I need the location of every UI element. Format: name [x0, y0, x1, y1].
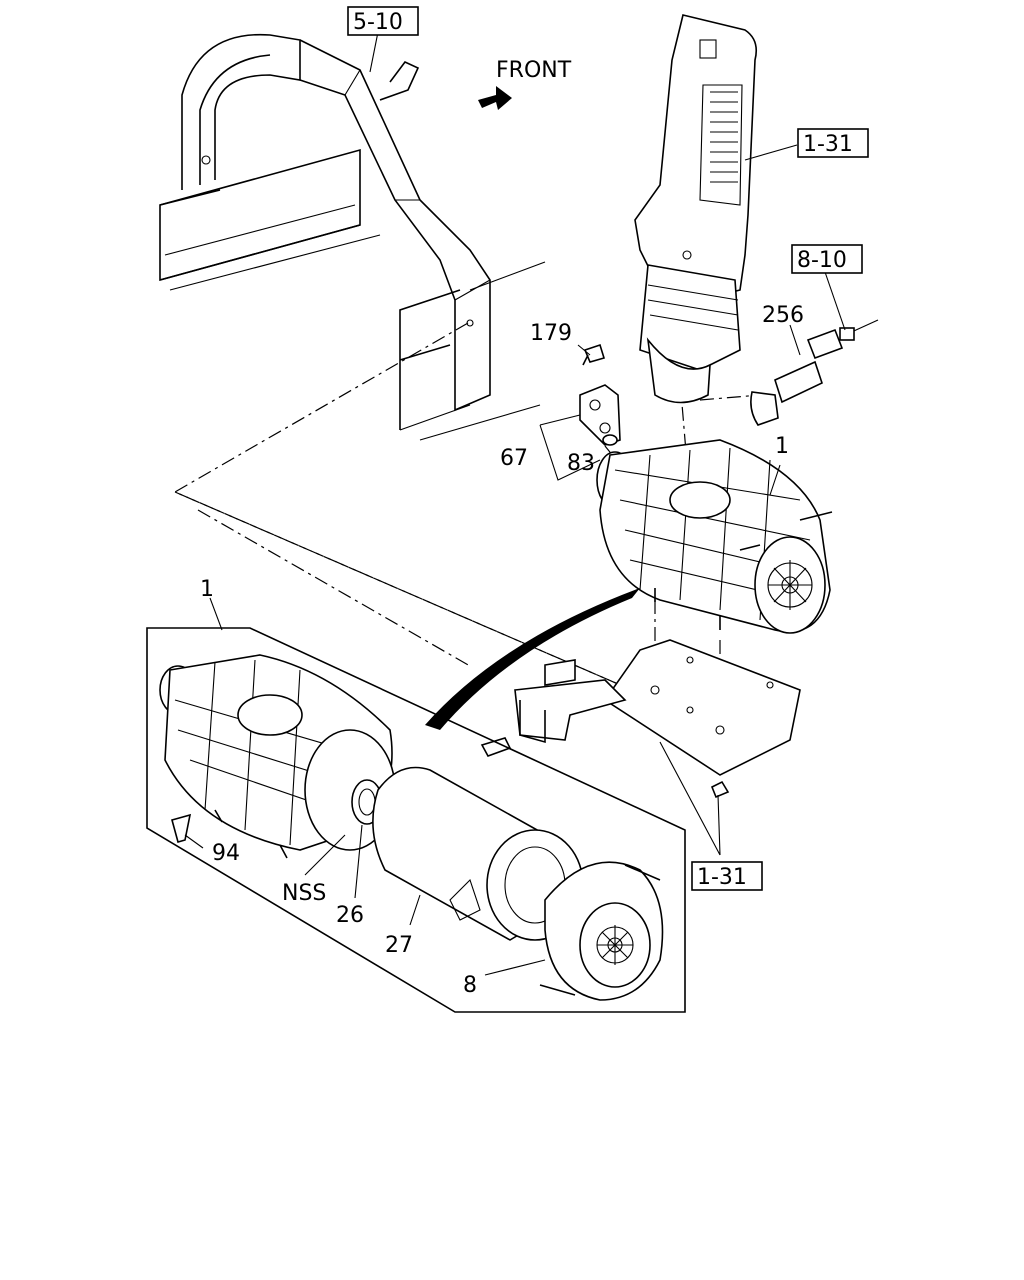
exploded-frame — [146, 627, 686, 1013]
callout-1-top: 1 — [775, 434, 789, 459]
callout-nss: NSS — [282, 881, 326, 906]
mounting-bracket — [480, 639, 801, 799]
ref-box-8-10: 8-10 — [791, 244, 863, 274]
svg-text:8-10: 8-10 — [797, 248, 847, 273]
callout-8: 8 — [463, 973, 477, 998]
callout-67: 67 — [500, 446, 528, 471]
restriction-indicator — [750, 319, 879, 426]
front-indicator: FRONT — [478, 58, 572, 110]
exploded-parts — [159, 654, 664, 1001]
callout-26: 26 — [336, 903, 364, 928]
intake-duct — [634, 14, 758, 404]
callout-256: 256 — [762, 303, 804, 328]
air-cleaner-assembled — [596, 439, 833, 634]
callout-27: 27 — [385, 933, 413, 958]
svg-text:1-31: 1-31 — [697, 865, 747, 890]
front-arrow-icon — [478, 86, 512, 110]
bracket-67 — [579, 343, 621, 446]
svg-text:5-10: 5-10 — [353, 10, 403, 35]
leader-lines — [184, 31, 846, 976]
callout-83: 83 — [567, 451, 595, 476]
callout-94: 94 — [212, 841, 240, 866]
callouts: 179 256 67 83 1 1 94 NSS 26 27 8 — [200, 303, 804, 998]
callout-179: 179 — [530, 321, 572, 346]
ref-box-1-31-top: 1-31 — [797, 128, 869, 158]
callout-1-left: 1 — [200, 577, 214, 602]
cab-frame — [159, 33, 546, 441]
ref-box-1-31-bottom: 1-31 — [691, 861, 763, 891]
explode-arrow — [425, 588, 640, 730]
svg-text:1-31: 1-31 — [803, 132, 853, 157]
ref-box-5-10: 5-10 — [347, 6, 419, 36]
front-label: FRONT — [496, 58, 572, 83]
